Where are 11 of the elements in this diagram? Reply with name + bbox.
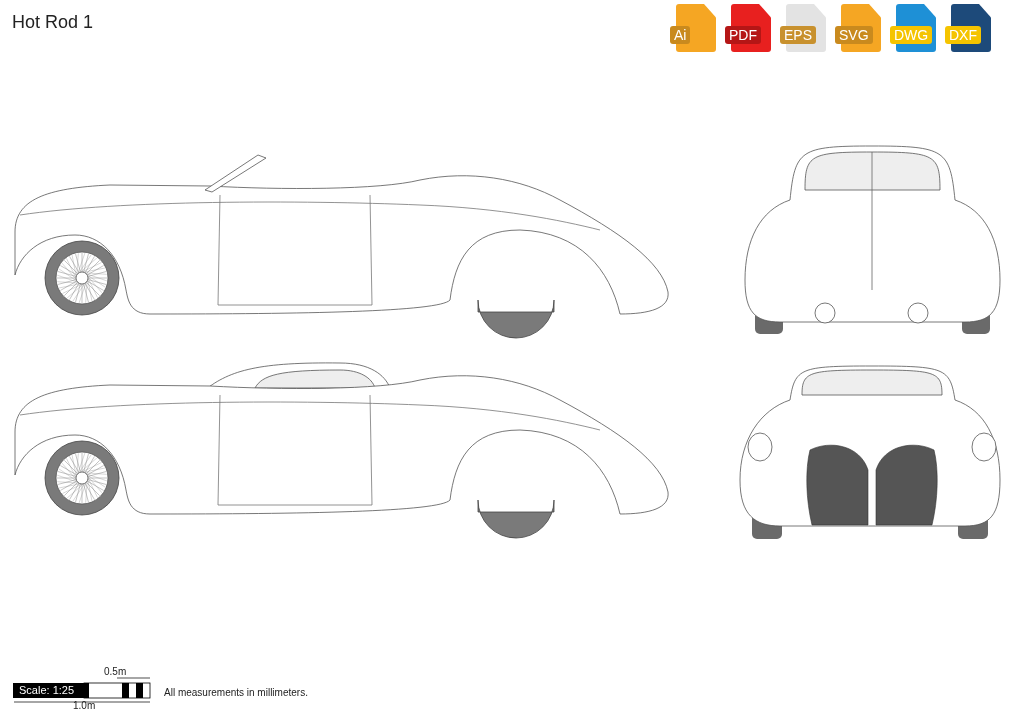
title: Hot Rod 1: [12, 12, 94, 33]
scale-label: Scale: 1:25: [13, 683, 89, 698]
file-format-label: PDF: [725, 26, 761, 44]
file-format-label: EPS: [780, 26, 816, 44]
file-format-label: SVG: [835, 26, 873, 44]
file-format-label: DWG: [890, 26, 933, 44]
file-format-label: DXF: [945, 26, 981, 44]
dimension-label: 0.5m: [104, 666, 127, 677]
dimension-label: 1.0m: [73, 700, 96, 711]
file-format-label: Ai: [670, 26, 691, 44]
note: All measurements in millimeters.: [164, 687, 308, 698]
